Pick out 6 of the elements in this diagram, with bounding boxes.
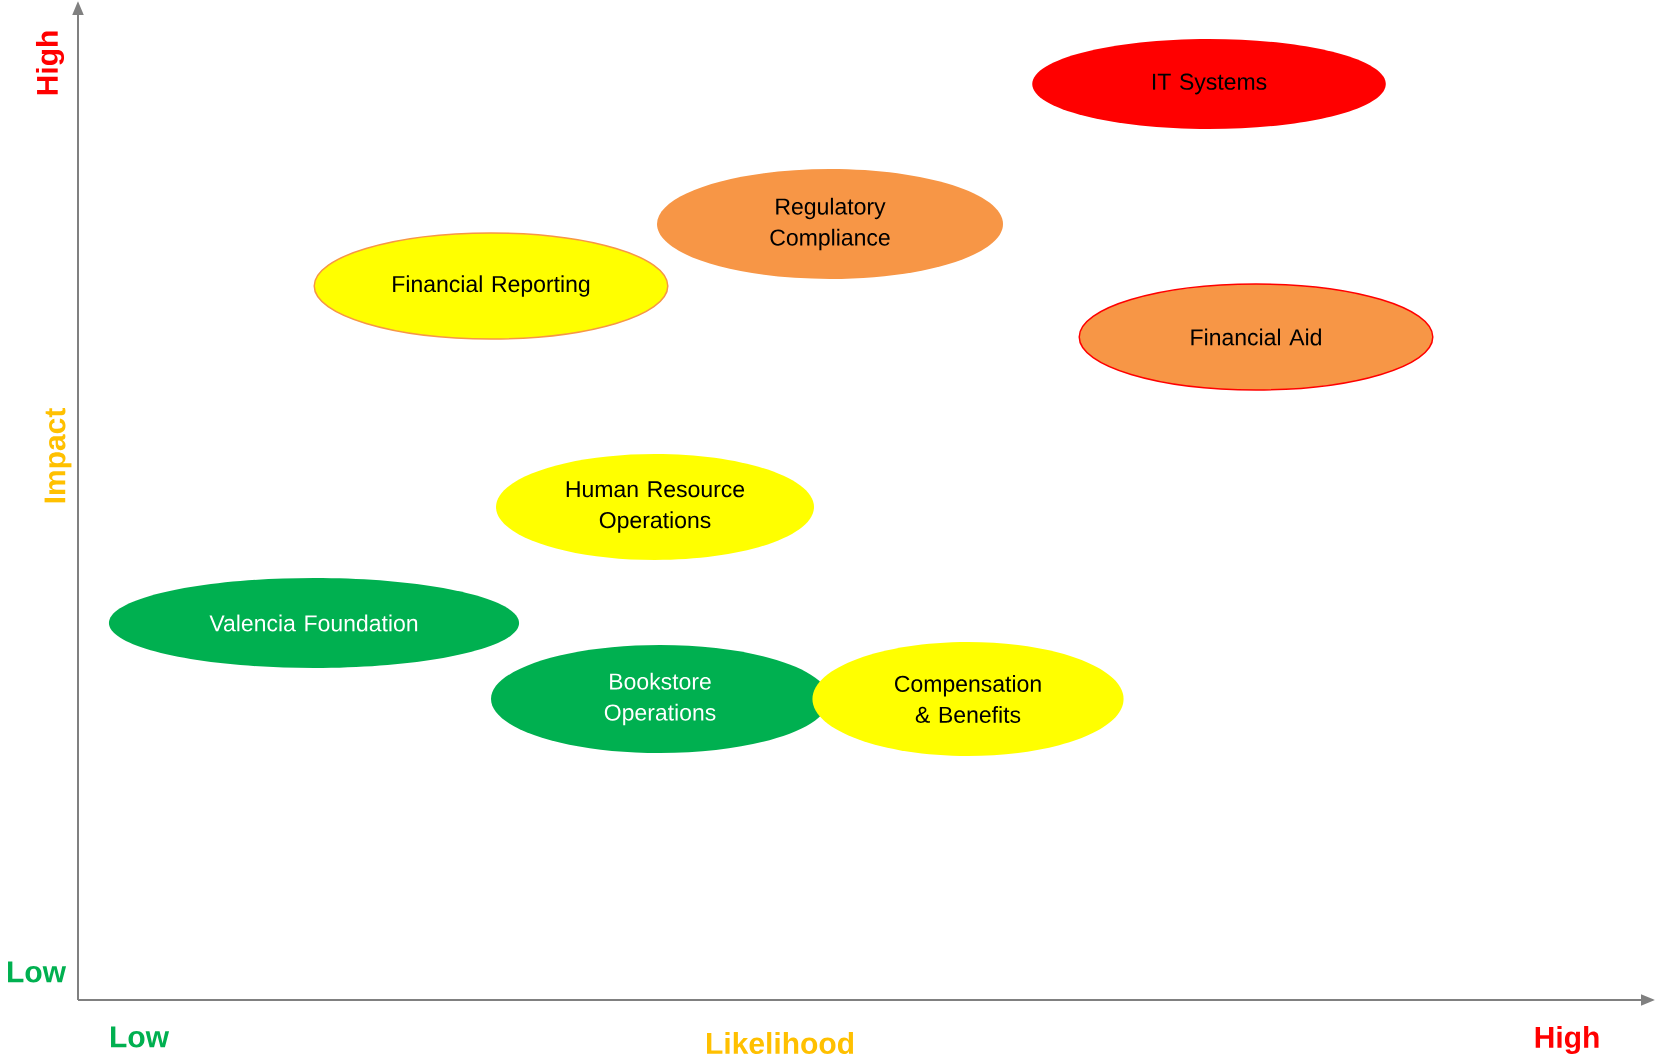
axis-label: Likelihood	[707, 1032, 854, 1055]
axis-label: Low	[8, 961, 67, 983]
axis-label: Low	[111, 1026, 170, 1048]
axis-label: Impact	[44, 408, 72, 503]
axis-label: High	[1535, 1025, 1599, 1055]
axis-label: High	[35, 31, 65, 95]
